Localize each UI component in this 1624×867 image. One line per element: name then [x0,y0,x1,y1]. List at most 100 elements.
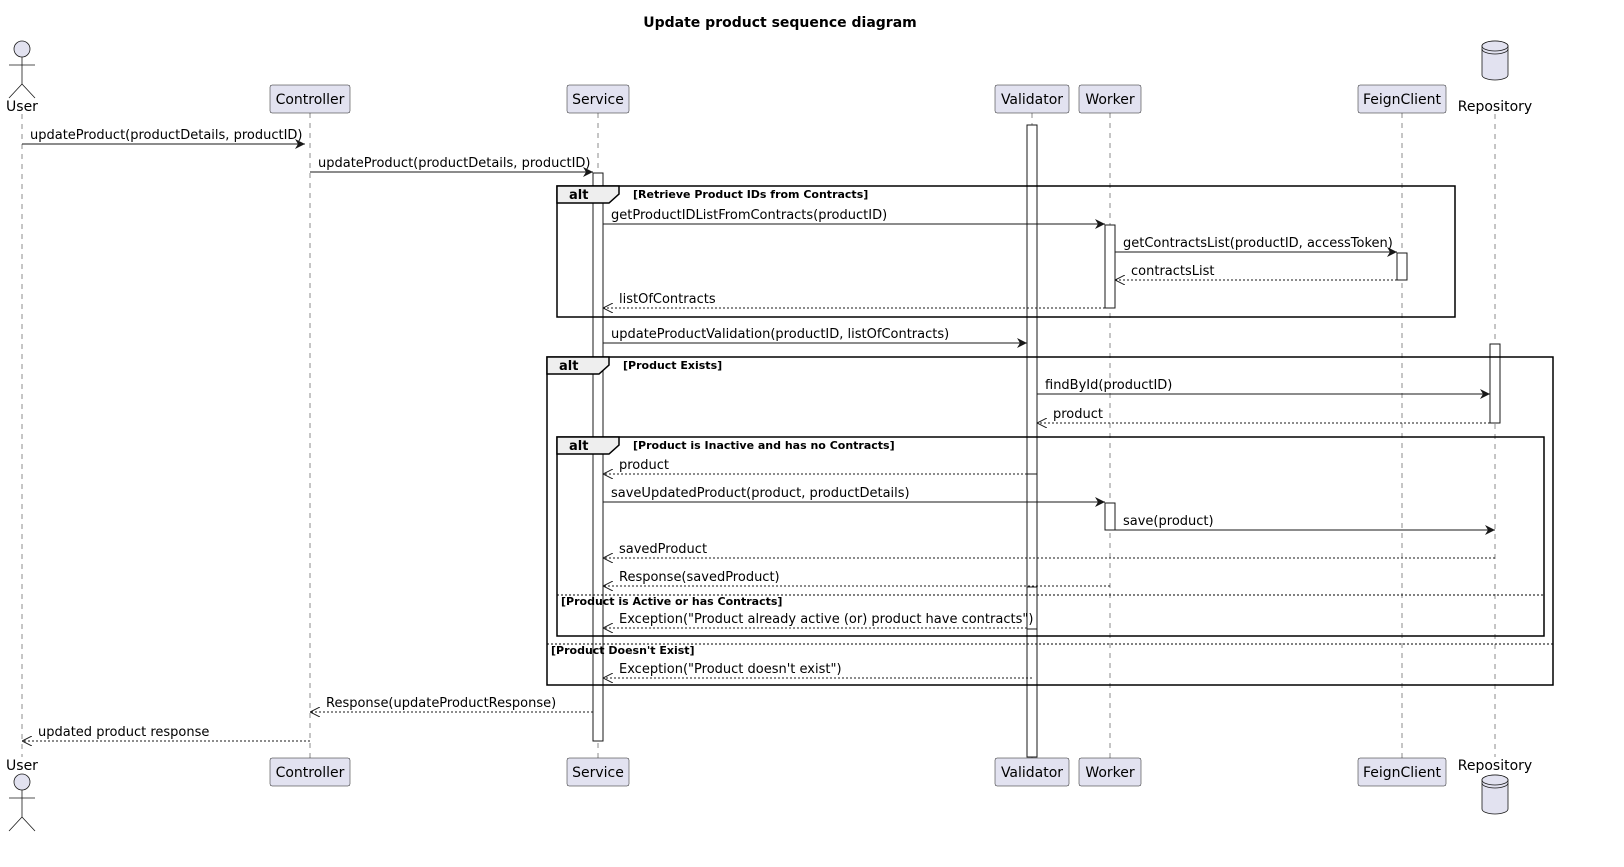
participant-service-bottom: Service [566,757,630,787]
activation-validator [1026,124,1038,475]
activation-worker [1104,502,1116,531]
actor-head-icon [13,40,31,58]
message: Response(savedProduct) [603,570,1110,586]
fragment-guard: [Product Exists] [623,359,722,372]
participant-validator-top: Validator [994,84,1070,114]
participant-service-top: Service [566,84,630,114]
participant-label: Controller [276,92,345,108]
message: product [1037,407,1490,423]
participant-feign-bottom: FeignClient [1357,757,1447,787]
fragment-tab [556,436,620,455]
message: updateProduct(productDetails, productID) [310,156,593,177]
message-label: updateProduct(productDetails, productID) [318,156,591,171]
participant-repository-bottom: Repository [1458,758,1532,815]
message: contractsList [1115,264,1397,280]
participant-worker-top: Worker [1078,84,1142,114]
participant-repository-top: Repository [1458,40,1532,115]
message-label: Exception("Product doesn't exist") [619,662,842,677]
fragment-keyword: alt [569,188,588,203]
message: Exception("Product doesn't exist") [603,662,1032,678]
message-label: saveUpdatedProduct(product, productDetai… [611,486,910,501]
activation-validator [1026,586,1038,630]
message: savedProduct [603,542,1495,558]
message: getProductIDListFromContracts(productID) [603,208,1105,229]
fragment-else-guard: [Product is Active or has Contracts] [561,595,782,608]
activation-feign [1396,252,1408,281]
participant-label: Worker [1085,92,1135,108]
database-rim [1481,48,1509,55]
participant-label: User [6,99,38,115]
participant-box [566,757,630,787]
activation-repository [1489,343,1501,424]
message: save(product) [1115,514,1495,535]
participant-label: User [6,758,38,774]
database-top-icon [1481,40,1509,52]
participant-feign-top: FeignClient [1357,84,1447,114]
message: updated product response [22,725,310,741]
message-label: contractsList [1131,264,1215,279]
participant-label: Worker [1085,765,1135,781]
participant-controller-bottom: Controller [269,757,351,787]
fragment-keyword: alt [569,439,588,454]
fragment-keyword: alt [559,359,578,374]
message: findById(productID) [1037,378,1490,399]
message-label: Exception("Product already active (or) p… [619,612,1033,627]
message-label: updateProduct(productDetails, productID) [30,128,303,143]
participant-label: Repository [1458,99,1532,115]
actor-leg-right [21,816,36,832]
participant-label: FeignClient [1363,92,1442,108]
diagram-title: Update product sequence diagram [643,15,917,31]
fragment-alt: alt[Retrieve Product IDs from Contracts] [556,185,1456,318]
fragment-frame [556,185,1456,318]
participant-label: FeignClient [1363,765,1442,781]
actor-leg-left [8,816,23,832]
message-label: save(product) [1123,514,1214,529]
participant-box [269,84,351,114]
message: product [603,458,1027,474]
participant-worker-bottom: Worker [1078,757,1142,787]
participant-label: Validator [1001,765,1063,781]
database-rim [1481,782,1509,789]
fragment-alt: alt [Product Exists] [Product Doesn't Exis… [546,356,1554,686]
message-label: updateProductValidation(productID, listO… [611,327,949,342]
participant-box [1078,757,1142,787]
fragment-guard: [Product is Inactive and has no Contract… [633,439,895,452]
message-label: savedProduct [619,542,707,557]
participant-label: Validator [1001,92,1063,108]
message: saveUpdatedProduct(product, productDetai… [603,486,1105,507]
message: listOfContracts [603,292,1105,308]
message: getContractsList(productID, accessToken) [1115,236,1397,257]
message-label: listOfContracts [619,292,716,307]
database-top-icon [1481,774,1509,786]
participant-user-top: User [6,40,38,115]
actor-head-icon [13,773,31,791]
participant-box [994,757,1070,787]
fragment-frame [546,356,1554,686]
message-label: Response(savedProduct) [619,570,780,585]
participant-box [994,84,1070,114]
activation-worker [1104,224,1116,309]
message-label: product [619,458,669,473]
message: Exception("Product already active (or) p… [603,612,1033,628]
fragment-else-guard: [Product Doesn't Exist] [551,644,695,657]
message-label: getContractsList(productID, accessToken) [1123,236,1393,251]
participant-controller-top: Controller [269,84,351,114]
participant-box [566,84,630,114]
activation-service [592,172,604,742]
fragment-tab [556,185,620,204]
message: updateProduct(productDetails, productID) [22,128,305,149]
fragment-frame [556,436,1545,637]
fragment-alt: alt [Product is Inactive and has no Contr… [556,436,1545,637]
participant-box [1078,84,1142,114]
participant-label: Repository [1458,758,1532,774]
message-label: getProductIDListFromContracts(productID) [611,208,887,223]
message: Response(updateProductResponse) [310,696,593,712]
participant-validator-bottom: Validator [994,757,1070,787]
message: updateProductValidation(productID, listO… [603,327,1027,348]
participant-box [269,757,351,787]
participant-user-bottom: User [6,758,38,832]
participant-label: Service [572,765,624,781]
message-label: findById(productID) [1045,378,1172,393]
participant-label: Controller [276,765,345,781]
